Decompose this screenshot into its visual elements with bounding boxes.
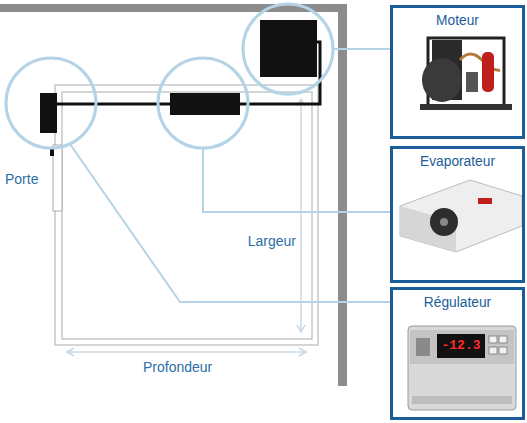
plan-label: Profondeur [141, 359, 214, 375]
panel-title: Moteur [393, 8, 522, 28]
unit-base [420, 104, 512, 110]
panel-title: Régulateur [393, 290, 522, 310]
evaporator-block [170, 93, 240, 115]
display [437, 334, 485, 358]
button [489, 336, 497, 343]
receiver [482, 52, 494, 92]
case-bottom [412, 396, 512, 404]
button [499, 347, 507, 354]
controller-panel [410, 330, 514, 364]
component-panel: Moteur [390, 5, 525, 139]
wall [338, 4, 347, 386]
button [499, 336, 507, 343]
door [53, 145, 62, 211]
plan-label: Porte [3, 171, 40, 187]
plan-label: Largeur [246, 233, 298, 249]
component-panel: Evaporateur [390, 146, 525, 283]
controller-picture [408, 326, 516, 410]
motor-block [260, 20, 317, 77]
dimension-line [68, 351, 305, 353]
dimension-arrowhead [67, 348, 306, 356]
leader-line [203, 149, 390, 212]
leader-line [334, 48, 390, 50]
component-panel: Régulateur [390, 287, 525, 420]
highlight-circle [6, 58, 96, 148]
room-outline [55, 85, 318, 345]
label-plate [416, 338, 430, 356]
evaporator-body [400, 180, 522, 252]
highlight-circle [243, 4, 333, 94]
valve [466, 72, 478, 92]
leader-line [70, 144, 390, 302]
display-reading: -12.3 [438, 338, 484, 353]
evaporator-picture [400, 180, 522, 252]
fan-hub [440, 218, 448, 226]
regulator-block [40, 93, 57, 133]
button [489, 347, 497, 354]
panel-title: Evaporateur [393, 149, 522, 169]
brand-mark [478, 198, 492, 204]
compressor [422, 58, 462, 102]
dimension-arrowhead [297, 99, 305, 332]
dimension-line [300, 100, 302, 331]
controller-case [408, 326, 516, 410]
fan [430, 208, 458, 236]
condensing-unit-picture [420, 38, 512, 110]
highlight-circle [158, 58, 248, 148]
